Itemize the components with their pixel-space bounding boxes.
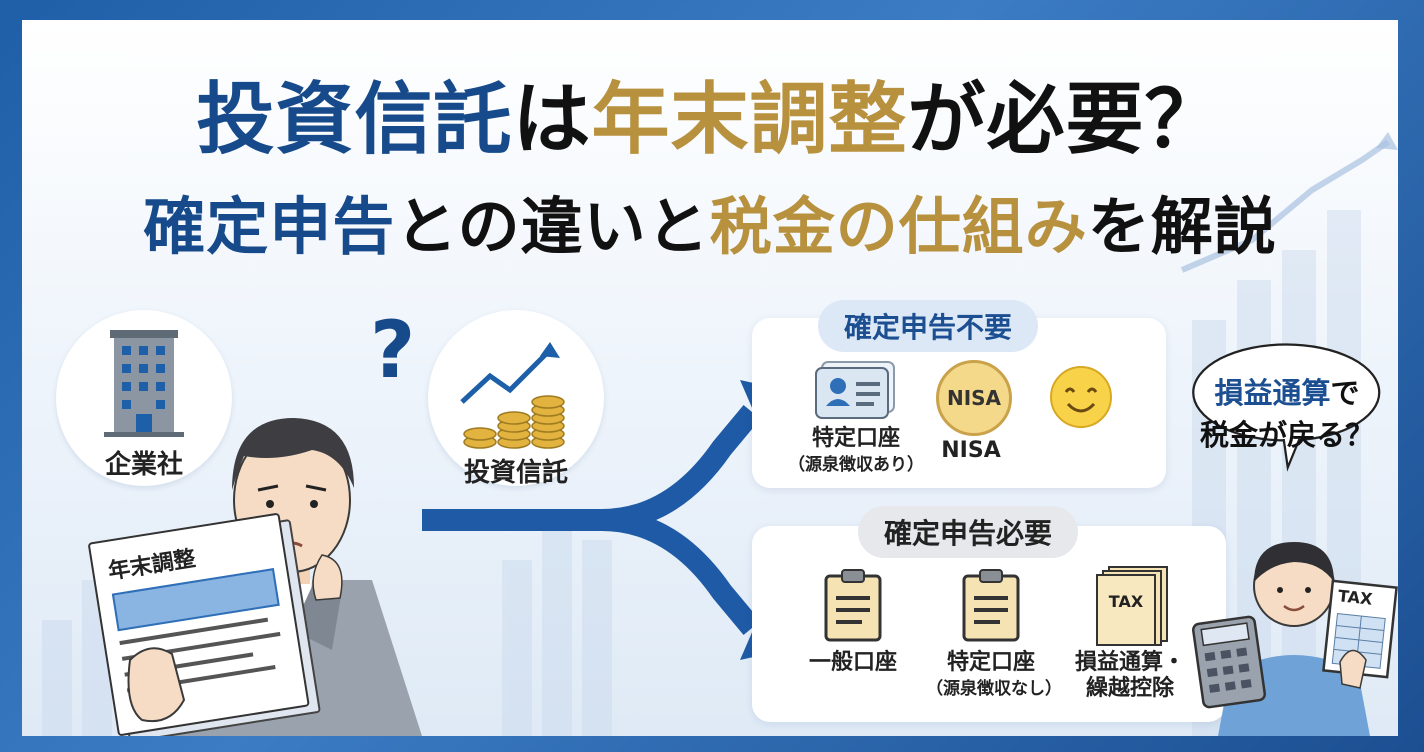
title-part: 年末調整 (591, 75, 908, 165)
office-building-icon (104, 330, 184, 437)
fund-label: 投資信託 (463, 458, 568, 488)
title-part: との違いと (395, 190, 710, 263)
title-part: を解説 (1087, 190, 1277, 263)
title-part: 投資信託 (196, 75, 513, 165)
required-item-label: 特定口座 （源泉徴収なし） (926, 650, 1062, 702)
title-part: 確定申告 (143, 190, 396, 263)
item-label-text: 特定口座 (946, 650, 1035, 675)
required-header: 確定申告必要 (858, 506, 1079, 558)
item-label-text: 特定口座 (811, 426, 900, 451)
required-item-label: 一般口座 (808, 650, 897, 675)
speech-bubble (1192, 343, 1381, 472)
not-required-header: 確定申告不要 (818, 300, 1039, 352)
bubble-highlight: 損益通算 (1214, 376, 1331, 410)
not-required-item-label: 特定口座 （源泉徴収あり） (786, 426, 926, 478)
question-mark-icon: ? (370, 306, 416, 396)
main-panel: 投資信託は年末調整が必要？ 確定申告との違いと税金の仕組みを解説 企業社 (22, 20, 1398, 736)
company-label: 企業社 (104, 450, 183, 480)
company-circle: 企業社 (56, 310, 232, 486)
smiley-icon (1050, 366, 1112, 428)
clipboard-icon (962, 569, 1020, 642)
title-part: が必要？ (907, 75, 1224, 165)
bubble-text: 損益通算で 税金が戻る？ (1170, 372, 1398, 456)
tax-badge-text: TAX (1108, 592, 1144, 611)
item-label-text: 損益通算・ (1074, 650, 1185, 675)
document-title: 年末調整 (106, 546, 198, 585)
item-sub-text: （源泉徴収あり） (788, 455, 924, 475)
person-with-calculator-illustration (1191, 542, 1398, 736)
clipboard-icon (824, 569, 882, 642)
bubble-line2: 税金が戻る？ (1199, 418, 1374, 452)
item-sub-text: （源泉徴収なし） (926, 679, 1062, 699)
id-card-icon (815, 361, 895, 419)
not-required-item-label: NISA (941, 438, 1001, 463)
fund-circle: 投資信託 (428, 310, 604, 488)
branch-arrow (422, 380, 794, 660)
tax-document-icon: TAX (1096, 566, 1168, 646)
hand-holding-document (127, 647, 186, 722)
title-part: は (512, 75, 592, 165)
required-item-label: 損益通算・ 繰越控除 (1068, 650, 1192, 702)
item-sub-text: 繰越控除 (1085, 676, 1174, 701)
tax-form-label: TAX (1337, 586, 1374, 609)
title-line-2: 確定申告との違いと税金の仕組みを解説 (22, 188, 1398, 266)
nisa-badge-icon: NISA (936, 360, 1012, 436)
title-line-1: 投資信託は年末調整が必要？ (22, 72, 1398, 168)
bubble-line1-rest: で (1330, 376, 1360, 410)
title-part: 税金の仕組み (709, 190, 1088, 263)
coins-growth-icon (460, 342, 565, 449)
